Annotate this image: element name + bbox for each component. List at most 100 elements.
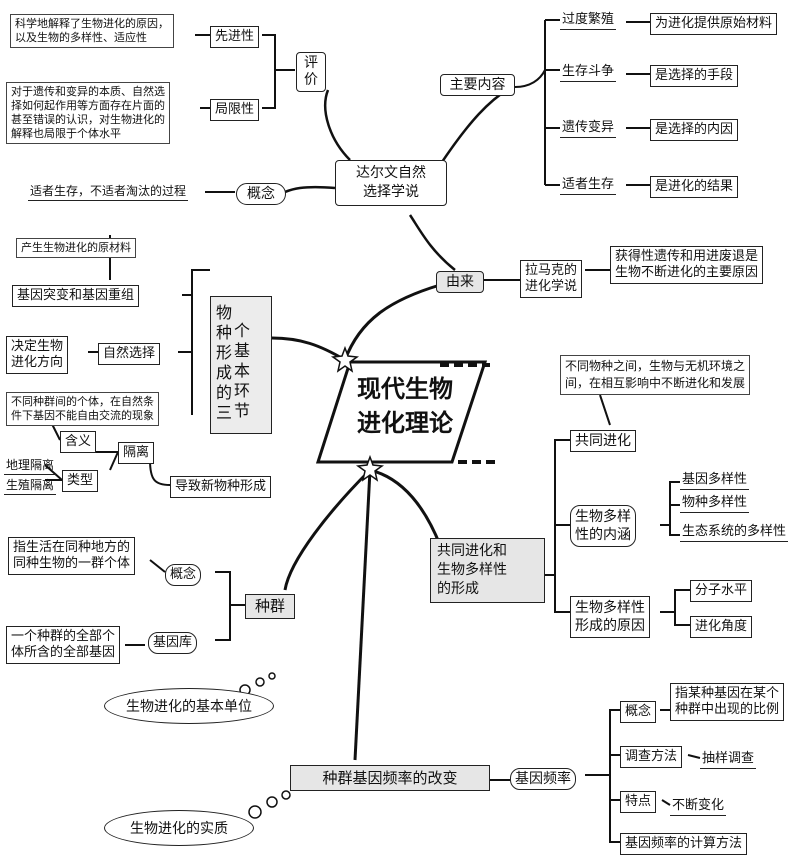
evaluation-node[interactable]: 评 价 [296, 52, 326, 92]
selection-note-1: 决定生物 [11, 339, 64, 354]
limitation-note-1: 对于遗传和变异的本质、自然选 [11, 85, 165, 98]
isolation-meaning-node[interactable]: 含义 [60, 431, 97, 453]
survey-method-node[interactable]: 调查方法 [620, 746, 683, 768]
molecular-level: 分子水平 [690, 580, 753, 602]
advanced-note-2: 以及生物的多样性、适应性 [15, 31, 147, 44]
lamarck-note: 获得性遗传和用进废退是 生物不断进化的主要原因 [610, 246, 764, 284]
diversity-reason-node[interactable]: 生物多样性 形成的原因 [570, 596, 650, 638]
co-evolution-note-1: 不同物种之间，生物与无机环境之 [565, 359, 746, 373]
star-lower-icon [355, 454, 385, 482]
frequency-thought: 生物进化的实质 [104, 810, 254, 846]
population-concept-note: 指生活在同种地方的 同种生物的一群个体 [8, 537, 136, 575]
reproductive-isolation: 生殖隔离 [4, 477, 57, 495]
darwin-title-line2: 选择学说 [363, 184, 419, 200]
main-item-1-cause: 过度繁殖 [560, 12, 617, 30]
lamarck-note-1: 获得性遗传和用进废退是 [615, 249, 759, 264]
gene-pool-note: 一个种群的全部个 体所含的全部基因 [6, 626, 121, 664]
gene-pool-node[interactable]: 基因库 [148, 632, 198, 654]
coevolution-title-1: 共同进化和 [437, 543, 507, 559]
center-title-line2: 进化理论 [357, 409, 453, 437]
feature-node[interactable]: 特点 [620, 791, 657, 813]
main-item-4-cause: 适者生存 [560, 177, 617, 195]
isolation-type-node[interactable]: 类型 [62, 470, 99, 492]
survey-method-value: 抽样调查 [700, 751, 757, 769]
gene-frequency-node[interactable]: 基因频率 [510, 768, 576, 790]
darwin-title-line1: 达尔文自然 [356, 165, 426, 181]
main-item-2-effect: 是选择的手段 [650, 65, 739, 87]
gene-freq-concept-note-1: 指某种基因在某个 [675, 686, 780, 701]
center-frame [315, 360, 488, 464]
population-thought: 生物进化的基本单位 [104, 688, 274, 724]
gene-freq-concept-note: 指某种基因在某个 种群中出现的比例 [670, 683, 785, 721]
speciation-col-1: 物种形成的三 [215, 303, 232, 422]
limitation-note-2: 择如何起作用等方面存在片面的 [11, 99, 165, 112]
geographic-isolation: 地理隔离 [4, 457, 57, 475]
mutation-note: 产生生物进化的原材料 [16, 238, 136, 258]
selection-node[interactable]: 自然选择 [98, 343, 161, 365]
mutation-node[interactable]: 基因突变和基因重组 [12, 285, 140, 307]
population-concept-note-2: 同种生物的一群个体 [13, 556, 131, 571]
gene-freq-concept-note-2: 种群中出现的比例 [675, 702, 780, 717]
population-concept-note-1: 指生活在同种地方的 [13, 540, 131, 555]
diversity-connotation-node[interactable]: 生物多样 性的内涵 [570, 505, 636, 547]
diversity-connotation-1: 生物多样 [575, 509, 631, 525]
evaluation-label-2: 价 [304, 72, 318, 88]
limitation-note-4: 解释也局限于个体水平 [11, 127, 121, 140]
population-concept-node[interactable]: 概念 [165, 564, 202, 586]
diversity-reason-2: 形成的原因 [575, 618, 645, 634]
isolation-meaning-note: 不同种群间的个体，在自然条 件下基因不能自由交流的现象 [6, 392, 159, 426]
lamarck-node[interactable]: 拉马克的 进化学说 [520, 260, 583, 298]
darwin-node[interactable]: 达尔文自然 选择学说 [335, 160, 447, 206]
diversity-reason-1: 生物多样性 [575, 600, 645, 616]
main-content-node[interactable]: 主要内容 [440, 74, 515, 96]
limitation-note-3: 甚至错误的认识，对生物进化的 [11, 113, 165, 126]
lamarck-note-2: 生物不断进化的主要原因 [615, 265, 759, 280]
population-node[interactable]: 种群 [245, 594, 295, 619]
co-evolution-note: 不同物种之间，生物与无机环境之 间，在相互影响中不断进化和发展 [560, 355, 751, 395]
evaluation-label-1: 评 [304, 55, 318, 71]
feature-value: 不断变化 [670, 798, 727, 816]
frequency-change-node[interactable]: 种群基因频率的改变 [290, 765, 490, 791]
species-diversity: 物种多样性 [680, 495, 750, 513]
lamarck-line2: 进化学说 [525, 279, 578, 294]
center-title: 现代生物 进化理论 [330, 372, 480, 440]
lamarck-line1: 拉马克的 [525, 263, 578, 278]
darwin-concept-note: 适者生存，不适者淘汰的过程 [28, 183, 189, 201]
gene-pool-note-1: 一个种群的全部个 [11, 629, 116, 644]
speciation-node[interactable]: 物种形成的三个基本环节 [210, 296, 272, 434]
advanced-node[interactable]: 先进性 [210, 26, 260, 48]
limitation-note: 对于遗传和变异的本质、自然选 择如何起作用等方面存在片面的 甚至错误的认识，对生… [6, 82, 170, 144]
selection-note-2: 进化方向 [11, 355, 64, 370]
diversity-connotation-2: 性的内涵 [575, 527, 631, 543]
limitation-node[interactable]: 局限性 [210, 99, 260, 121]
darwin-concept-node[interactable]: 概念 [236, 183, 286, 205]
isolation-meaning-note-2: 件下基因不能自由交流的现象 [11, 409, 154, 422]
main-item-3-effect: 是选择的内因 [650, 119, 739, 141]
co-evolution-node[interactable]: 共同进化 [570, 430, 636, 452]
speciation-col-2: 个基本环节 [233, 321, 250, 420]
main-item-4-effect: 是进化的结果 [650, 176, 739, 198]
main-item-2-cause: 生存斗争 [560, 64, 617, 82]
main-item-3-cause: 遗传变异 [560, 120, 617, 138]
star-upper-icon [330, 345, 360, 373]
isolation-result: 导致新物种形成 [170, 476, 272, 498]
main-item-1-effect: 为进化提供原始材料 [650, 13, 778, 35]
coevolution-node[interactable]: 共同进化和 生物多样性 的形成 [430, 538, 545, 603]
isolation-node[interactable]: 隔离 [118, 442, 155, 464]
genetic-diversity: 基因多样性 [680, 472, 750, 490]
calculation-method-node[interactable]: 基因频率的计算方法 [620, 833, 748, 855]
origin-node[interactable]: 由来 [436, 271, 484, 293]
advanced-note-1: 科学地解释了生物进化的原因， [15, 17, 169, 30]
coevolution-title-3: 的形成 [437, 581, 479, 597]
gene-freq-concept-node[interactable]: 概念 [620, 701, 657, 723]
gene-pool-note-2: 体所含的全部基因 [11, 645, 116, 660]
co-evolution-note-2: 间，在相互影响中不断进化和发展 [565, 376, 746, 390]
ecosystem-diversity: 生态系统的多样性 [680, 524, 789, 542]
isolation-meaning-note-1: 不同种群间的个体，在自然条 [11, 395, 154, 408]
advanced-note: 科学地解释了生物进化的原因， 以及生物的多样性、适应性 [10, 14, 174, 48]
selection-note: 决定生物 进化方向 [6, 336, 69, 374]
evolution-angle: 进化角度 [690, 616, 753, 638]
center-title-line1: 现代生物 [357, 375, 453, 403]
coevolution-title-2: 生物多样性 [437, 562, 507, 578]
